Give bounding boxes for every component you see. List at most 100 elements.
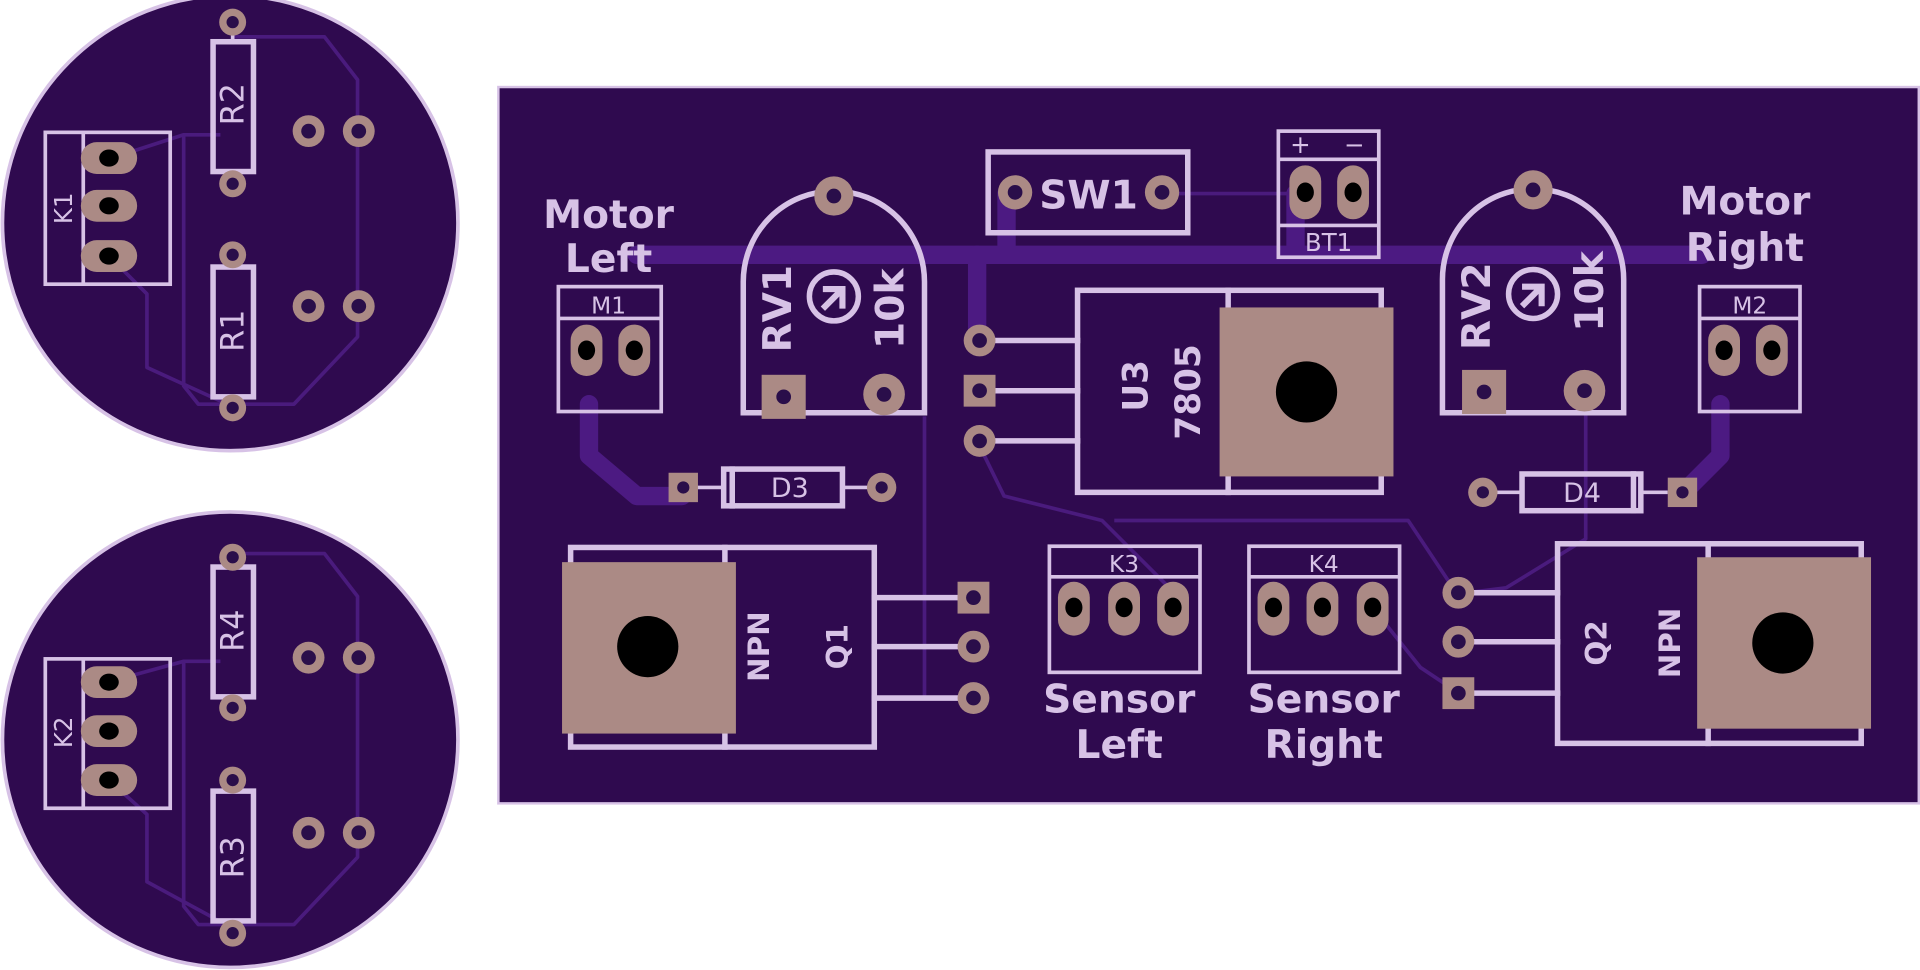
d3-label: D3 xyxy=(771,473,809,504)
rv2-drill xyxy=(1577,383,1592,399)
m2-drill xyxy=(1715,340,1733,361)
r1-drill xyxy=(226,401,239,414)
trace-thin xyxy=(975,440,1177,596)
r2-drill xyxy=(226,177,239,190)
d3-drill xyxy=(875,481,888,494)
rv1-drill xyxy=(776,389,792,405)
u3-drill xyxy=(972,333,987,348)
rv1-ref: RV1 xyxy=(756,265,801,353)
sensor-board-1-trace xyxy=(181,34,360,407)
sensor-board-1-trace xyxy=(108,255,234,409)
d4-drill xyxy=(1676,486,1689,499)
trace-thin xyxy=(1114,518,1459,595)
k1-label: K1 xyxy=(49,192,78,224)
k2-drill xyxy=(99,771,119,789)
rv1-adjust-arrow xyxy=(820,286,846,311)
q1-type: NPN xyxy=(742,611,776,682)
sw1-label: SW1 xyxy=(1039,173,1138,218)
main-board: Motor Left M1 RV1 10k SW1 + xyxy=(497,85,1920,805)
motor-right-label-line2: Right xyxy=(1686,226,1804,271)
q1-drill xyxy=(966,690,981,706)
d3-drill xyxy=(677,481,690,494)
rv1-adjust-icon xyxy=(806,269,862,324)
rv2-wiper-drill xyxy=(1525,182,1541,198)
motor-left-label-line2: Left xyxy=(565,237,652,282)
sensor-1-drill xyxy=(351,123,367,139)
sensor-2-drill xyxy=(351,825,367,841)
r3-label: R3 xyxy=(214,836,252,878)
k1-drill xyxy=(99,197,119,215)
sensor-2-drill xyxy=(301,650,316,665)
k2-drill xyxy=(99,673,119,691)
sw1-drill xyxy=(1007,185,1023,200)
rv1-drill xyxy=(876,387,892,402)
trace xyxy=(579,394,692,506)
m2-drill xyxy=(1763,340,1781,361)
r2-label: R2 xyxy=(214,83,252,125)
q1-mount-hole xyxy=(617,616,679,678)
sw1-drill xyxy=(1154,185,1170,200)
bt1-drill xyxy=(1296,182,1314,203)
u3-value: 7805 xyxy=(1169,344,1209,439)
q1-drill xyxy=(966,639,981,654)
r1-drill xyxy=(226,248,239,261)
k3-outline xyxy=(1047,544,1202,675)
sensor-right-label-line2: Right xyxy=(1265,723,1383,768)
sw1-outline xyxy=(985,149,1191,236)
r4-drill xyxy=(226,551,239,564)
k3-drill xyxy=(1164,597,1182,618)
k4-drill xyxy=(1264,597,1283,618)
k3-drill xyxy=(1115,597,1133,618)
rv2-drill xyxy=(1476,384,1492,400)
sensor-left-label-line1: Sensor xyxy=(1043,678,1196,723)
u3-mount-hole xyxy=(1275,361,1338,423)
rv1-adjust-circle xyxy=(806,269,862,324)
k2-outline xyxy=(43,657,173,811)
q2-drill xyxy=(1451,585,1466,601)
sensor-board-2-trace xyxy=(108,779,234,930)
d4-drill xyxy=(1476,486,1489,499)
q2-type: NPN xyxy=(1653,608,1687,679)
u3-drill xyxy=(972,433,987,449)
rv2-value: 10k xyxy=(1568,250,1613,332)
k4-drill xyxy=(1313,597,1332,618)
k2-label: K2 xyxy=(49,717,78,749)
sensor-1-drill xyxy=(351,298,367,314)
bt1-outline xyxy=(1276,129,1381,260)
r4-drill xyxy=(226,701,239,714)
rv2-adjust-icon xyxy=(1505,266,1561,322)
k1-drill xyxy=(99,149,119,167)
k4-outline xyxy=(1247,544,1402,675)
sensor-left-label-line2: Left xyxy=(1076,723,1163,768)
q2-mount-hole xyxy=(1752,612,1814,674)
rv2-adjust-circle xyxy=(1505,266,1561,322)
m1-drill xyxy=(625,340,643,361)
k1-outline xyxy=(43,130,173,287)
k1-pads xyxy=(80,142,138,272)
q1-ref: Q1 xyxy=(820,624,854,669)
u3-ref: U3 xyxy=(1116,360,1156,412)
sensor-1-drill xyxy=(301,298,316,314)
m1-drill xyxy=(577,340,596,361)
r3-drill xyxy=(226,773,239,787)
m2-outline xyxy=(1697,284,1802,414)
motor-left-label-line1: Motor xyxy=(543,193,675,238)
m1-label: M1 xyxy=(591,293,626,320)
m2-label: M2 xyxy=(1732,293,1767,320)
k4-drill xyxy=(1364,597,1382,618)
q2-drill xyxy=(1451,685,1466,701)
sensor-2-drill xyxy=(301,825,316,841)
rv1-wiper-drill xyxy=(826,188,842,204)
rv2-ref: RV2 xyxy=(1455,262,1500,350)
sensor-board-2-trace xyxy=(181,551,360,927)
q2-ref: Q2 xyxy=(1580,620,1614,665)
r3-drill xyxy=(226,927,239,940)
sensor-2-drill xyxy=(351,650,367,665)
m1-outline xyxy=(556,284,664,414)
k2-drill xyxy=(99,722,119,740)
r2-drill xyxy=(226,16,239,29)
bt1-minus: − xyxy=(1344,130,1365,159)
q2-drill xyxy=(1451,634,1466,650)
d4-label: D4 xyxy=(1563,478,1601,509)
rv2-adjust-arrow xyxy=(1519,283,1545,309)
